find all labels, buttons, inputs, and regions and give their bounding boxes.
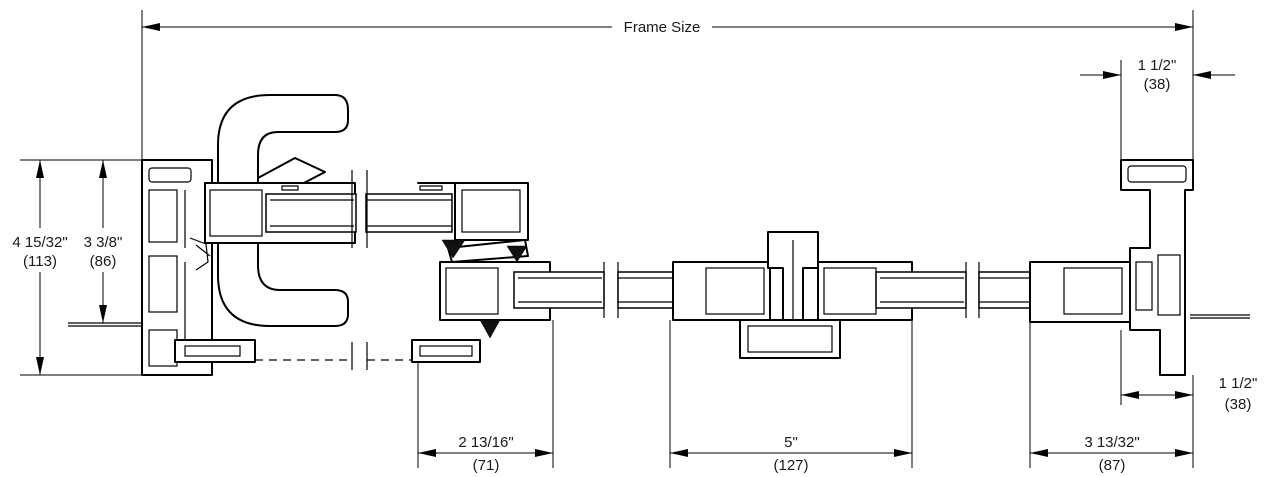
stile-left-dimension: 2 13/16" (71) xyxy=(417,320,554,474)
right-jamb-profile xyxy=(1120,159,1250,376)
jamb-bottom-dimension: 1 1/2" (38) xyxy=(1120,330,1258,413)
frame-size-dimension: Frame Size xyxy=(141,10,1194,160)
overall-depth-metric: (113) xyxy=(23,253,57,270)
frame-depth-dimension: 3 3/8" (86) xyxy=(78,160,142,324)
jamb-top-imperial: 1 1/2" xyxy=(1138,57,1177,74)
stile-right-metric: (87) xyxy=(1099,457,1126,474)
jamb-bottom-imperial: 1 1/2" xyxy=(1219,375,1258,392)
stile-left-imperial: 2 13/16" xyxy=(458,434,513,451)
weather-seals xyxy=(441,239,528,339)
jamb-bottom-metric: (38) xyxy=(1225,396,1252,413)
left-panel-upper xyxy=(204,182,529,244)
stile-right-dimension: 3 13/32" (87) xyxy=(1029,322,1194,474)
stile-left-metric: (71) xyxy=(473,457,500,474)
meeting-rail-imperial: 5" xyxy=(784,434,798,451)
overall-depth-dimension: 4 15/32" (113) xyxy=(4,159,142,376)
overall-depth-imperial: 4 15/32" xyxy=(12,234,67,251)
jamb-top-metric: (38) xyxy=(1144,76,1171,93)
meeting-rail-dimension: 5" (127) xyxy=(669,320,913,474)
frame-depth-metric: (86) xyxy=(90,253,117,270)
jamb-top-dimension: 1 1/2" (38) xyxy=(1080,57,1235,160)
right-sash xyxy=(817,261,1131,323)
frame-size-label: Frame Size xyxy=(624,19,701,36)
frame-depth-imperial: 3 3/8" xyxy=(84,234,123,251)
stile-right-imperial: 3 13/32" xyxy=(1084,434,1139,451)
lower-track xyxy=(174,339,481,363)
interlock xyxy=(739,231,841,359)
center-sash xyxy=(439,239,771,321)
meeting-rail-metric: (127) xyxy=(773,457,808,474)
